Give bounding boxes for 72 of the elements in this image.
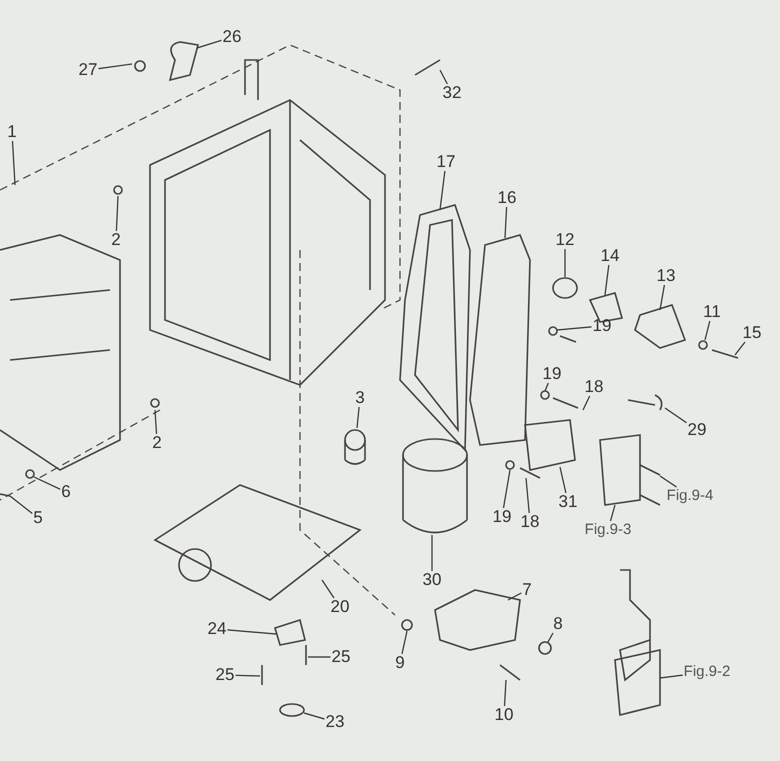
leader-line: [504, 206, 508, 238]
leader-line: [544, 382, 549, 392]
callout-number: 31: [558, 493, 578, 511]
leader-line: [508, 592, 522, 601]
leader-line: [196, 40, 222, 49]
callout-number: 27: [78, 61, 98, 79]
callout-number: 19: [592, 317, 612, 335]
callout-number: 29: [686, 421, 708, 439]
leader-line: [154, 410, 158, 434]
leader-line: [604, 264, 610, 296]
leader-line: [664, 408, 687, 424]
leader-line: [556, 326, 592, 331]
callout-number: 23: [324, 713, 346, 731]
callout-number: 11: [702, 303, 722, 321]
callout-number: 17: [436, 153, 456, 171]
callout-number: 13: [656, 267, 676, 285]
leader-line: [431, 535, 433, 571]
leader-line: [439, 170, 446, 210]
leader-line: [704, 320, 710, 340]
callout-number: 18: [584, 378, 604, 396]
callout-number: 26: [222, 28, 242, 46]
leader-line: [98, 63, 132, 70]
leader-line: [12, 140, 16, 186]
leader-line: [559, 466, 566, 494]
figure-reference: Fig.9-4: [666, 487, 714, 505]
leader-line: [10, 496, 33, 514]
leader-line: [401, 630, 408, 654]
leader-line: [547, 632, 554, 642]
callout-number: 18: [520, 513, 540, 531]
callout-number: 10: [494, 706, 514, 724]
callout-number: 24: [206, 620, 228, 638]
callout-number: 20: [330, 598, 350, 616]
leader-line: [734, 342, 746, 356]
leader-line: [116, 196, 119, 232]
callout-number: 25: [214, 666, 236, 684]
leader-line: [659, 284, 665, 310]
callout-number: 32: [442, 84, 462, 102]
leader-line: [304, 712, 325, 720]
leader-line: [525, 478, 530, 514]
leader-line: [582, 396, 590, 410]
figure-reference: Fig.9-2: [682, 663, 732, 681]
callout-number: 19: [492, 508, 512, 526]
leader-line: [308, 656, 330, 658]
leader-line: [502, 470, 511, 508]
callout-number: 16: [496, 189, 518, 207]
callout-number: 8: [552, 615, 564, 633]
callout-number: 25: [330, 648, 352, 666]
callout-number: 1: [6, 123, 18, 141]
callout-number: 12: [554, 231, 576, 249]
callout-number: 2: [151, 434, 163, 452]
leader-line: [660, 674, 683, 679]
leader-line: [322, 580, 334, 598]
callout-number: 19: [542, 365, 562, 383]
leader-line: [660, 476, 677, 488]
callout-number: 2: [110, 231, 122, 249]
callout-number: 5: [32, 509, 44, 527]
callout-number: 14: [600, 247, 620, 265]
figure-reference: Fig.9-3: [584, 521, 632, 539]
callout-number: 7: [521, 581, 533, 599]
leader-line: [504, 680, 507, 706]
leader-line: [564, 249, 566, 277]
leader-line: [227, 629, 276, 635]
leader-line: [235, 674, 260, 677]
callout-number: 30: [422, 571, 442, 589]
callout-number: 15: [742, 324, 762, 342]
leader-line: [610, 504, 616, 522]
callout-number: 3: [354, 389, 366, 407]
callout-number: 9: [394, 654, 406, 672]
leader-line: [356, 406, 360, 428]
leader-line: [34, 476, 61, 490]
callout-number: 6: [60, 483, 72, 501]
leader-line: [439, 70, 448, 84]
